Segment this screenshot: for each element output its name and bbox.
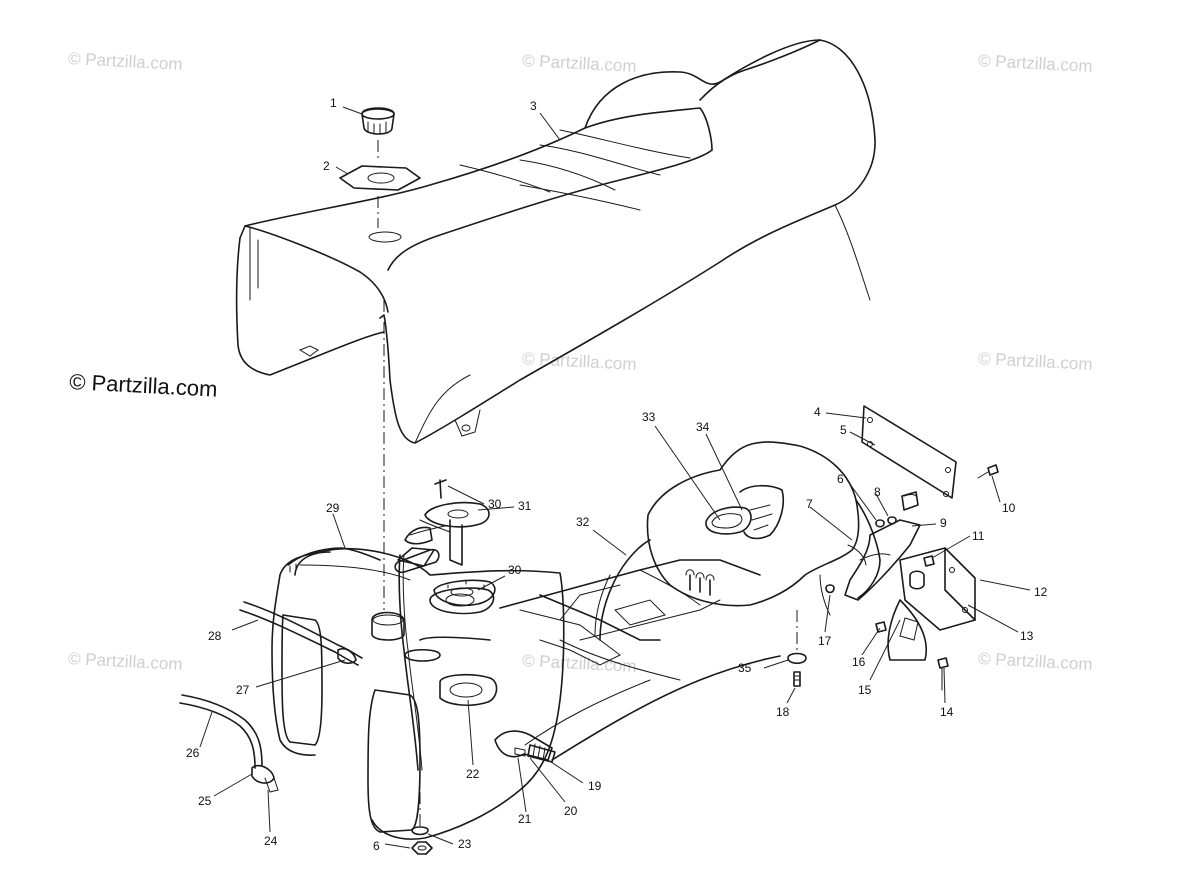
callout-8: 8 xyxy=(874,485,881,499)
callout-labels: 1 2 3 4 5 6 6 7 8 9 10 11 12 13 14 15 16… xyxy=(186,96,1048,853)
callout-28: 28 xyxy=(208,629,222,643)
fuel-tank-drawing xyxy=(271,547,565,840)
callout-12: 12 xyxy=(1034,585,1048,599)
callout-18: 18 xyxy=(776,705,790,719)
callout-9: 9 xyxy=(940,516,947,530)
callout-24: 24 xyxy=(264,834,278,848)
callout-34: 34 xyxy=(696,420,710,434)
callout-6: 6 xyxy=(837,472,844,486)
callout-17: 17 xyxy=(818,634,832,648)
callout-26: 26 xyxy=(186,746,200,760)
callout-7: 7 xyxy=(806,497,813,511)
callout-19: 19 xyxy=(588,779,602,793)
callout-29: 29 xyxy=(326,501,340,515)
callout-14: 14 xyxy=(940,705,954,719)
callout-35: 35 xyxy=(738,661,752,675)
callout-22: 22 xyxy=(466,767,480,781)
callout-3: 3 xyxy=(530,99,537,113)
callout-16: 16 xyxy=(852,655,866,669)
callout-31: 31 xyxy=(518,499,532,513)
callout-23: 23 xyxy=(458,837,472,851)
gasket-drawing xyxy=(339,165,421,191)
callout-30: 30 xyxy=(488,497,502,511)
fuel-sender-drawing xyxy=(397,479,496,606)
tunnel-drawing xyxy=(499,539,781,761)
callout-4: 4 xyxy=(814,405,821,419)
callout-15: 15 xyxy=(858,683,872,697)
callout-2: 2 xyxy=(323,159,330,173)
callout-11: 11 xyxy=(972,529,985,543)
leader-lines xyxy=(199,106,1031,849)
callout-1: 1 xyxy=(330,96,337,110)
hoses-drawing xyxy=(179,526,433,793)
fuel-cap-drawing xyxy=(361,107,395,135)
assembly-centerline xyxy=(377,140,385,610)
callout-6: 6 xyxy=(373,839,380,853)
fasteners-bottom-drawing xyxy=(411,610,807,855)
callout-13: 13 xyxy=(1020,629,1034,643)
callout-25: 25 xyxy=(198,794,212,808)
callout-20: 20 xyxy=(564,804,578,818)
callout-5: 5 xyxy=(840,423,847,437)
rear-bracket-drawing xyxy=(825,547,976,691)
callout-30: 30 xyxy=(508,563,522,577)
license-plate-drawing xyxy=(844,405,999,601)
callout-27: 27 xyxy=(236,683,250,697)
callout-21: 21 xyxy=(518,812,532,826)
callout-32: 32 xyxy=(576,515,590,529)
callout-10: 10 xyxy=(1002,501,1016,515)
rear-cowl-drawing xyxy=(646,441,881,616)
callout-33: 33 xyxy=(642,410,656,424)
seat-drawing xyxy=(235,39,876,444)
